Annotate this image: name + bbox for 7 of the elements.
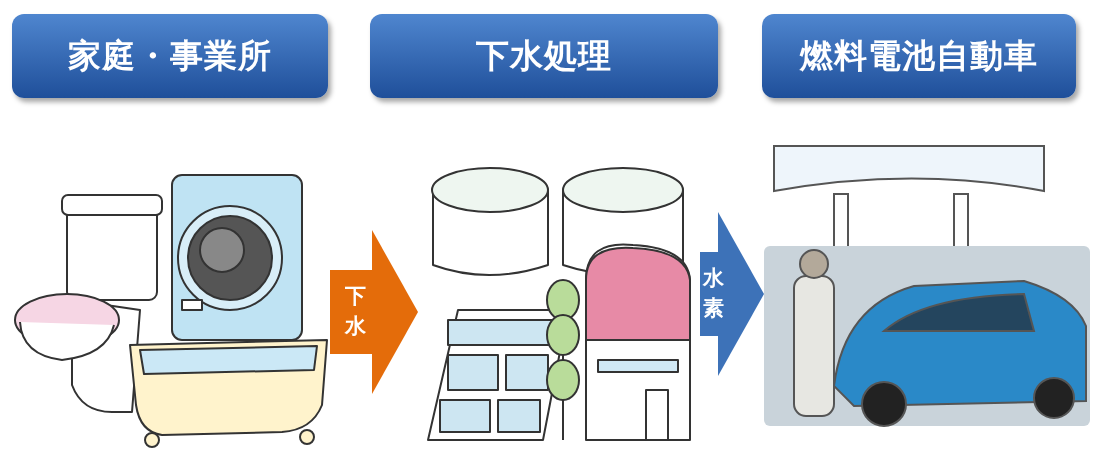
edge-label: 水素 — [701, 265, 725, 322]
block-arrow — [330, 230, 418, 394]
title-banner: 家庭・事業所 — [12, 14, 328, 98]
title-banner: 下水処理 — [370, 14, 718, 98]
block-arrow — [700, 212, 764, 376]
title-banner: 燃料電池自動車 — [762, 14, 1076, 98]
edge-label: 下水 — [343, 283, 367, 340]
